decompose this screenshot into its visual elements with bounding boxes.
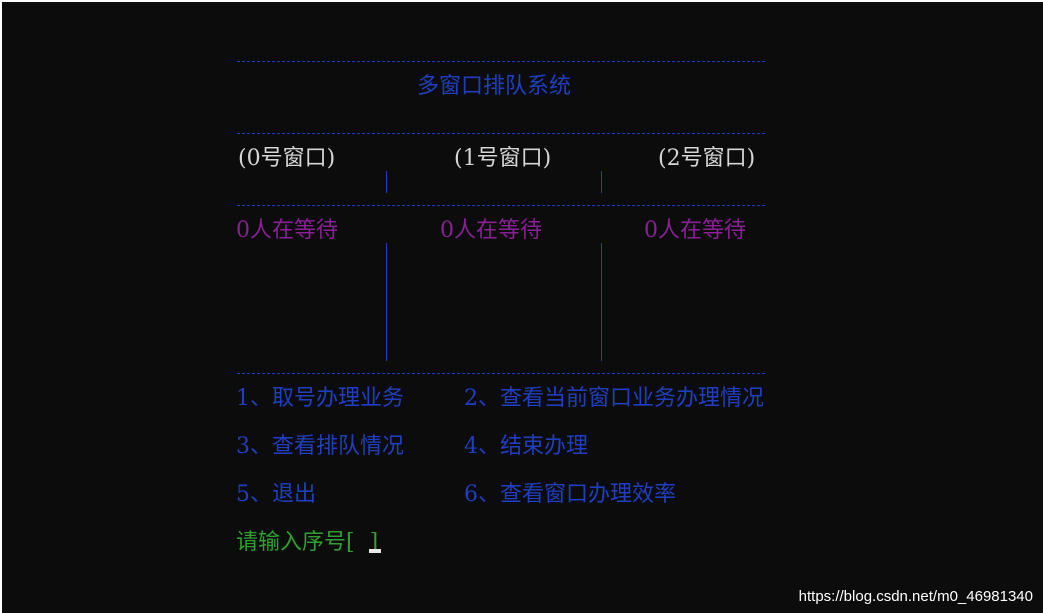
window-0-label: (0号窗口) [238, 146, 336, 171]
menu-item-1: 1、取号办理业务 [236, 386, 404, 411]
system-title: 多窗口排队系统 [417, 74, 572, 99]
divider-bottom [237, 373, 765, 374]
window-2-label: (2号窗口) [658, 146, 756, 171]
menu-item-3: 3、查看排队情况 [236, 434, 404, 459]
divider-top [237, 61, 765, 62]
divider-title [237, 133, 765, 134]
column-separator-2-lower [601, 243, 602, 361]
column-separator-1-upper [386, 171, 387, 193]
menu-item-6: 6、查看窗口办理效率 [464, 482, 676, 507]
column-separator-1-lower [386, 243, 387, 361]
window-2-waiting: 0人在等待 [644, 218, 746, 243]
window-0-waiting: 0人在等待 [236, 218, 338, 243]
column-separator-2-upper [601, 171, 602, 193]
input-prompt-close: ] [369, 530, 379, 555]
watermark: https://blog.csdn.net/m0_46981340 [798, 588, 1033, 605]
divider-labels [237, 205, 765, 206]
input-prompt[interactable]: 请输入序号[] [236, 531, 378, 555]
menu-item-2: 2、查看当前窗口业务办理情况 [464, 386, 764, 411]
window-1-label: (1号窗口) [454, 146, 552, 171]
text-cursor [369, 549, 381, 553]
menu-item-5: 5、退出 [236, 482, 316, 507]
menu-item-4: 4、结束办理 [464, 434, 588, 459]
window-1-waiting: 0人在等待 [440, 218, 542, 243]
input-prompt-label: 请输入序号[ [236, 530, 355, 555]
